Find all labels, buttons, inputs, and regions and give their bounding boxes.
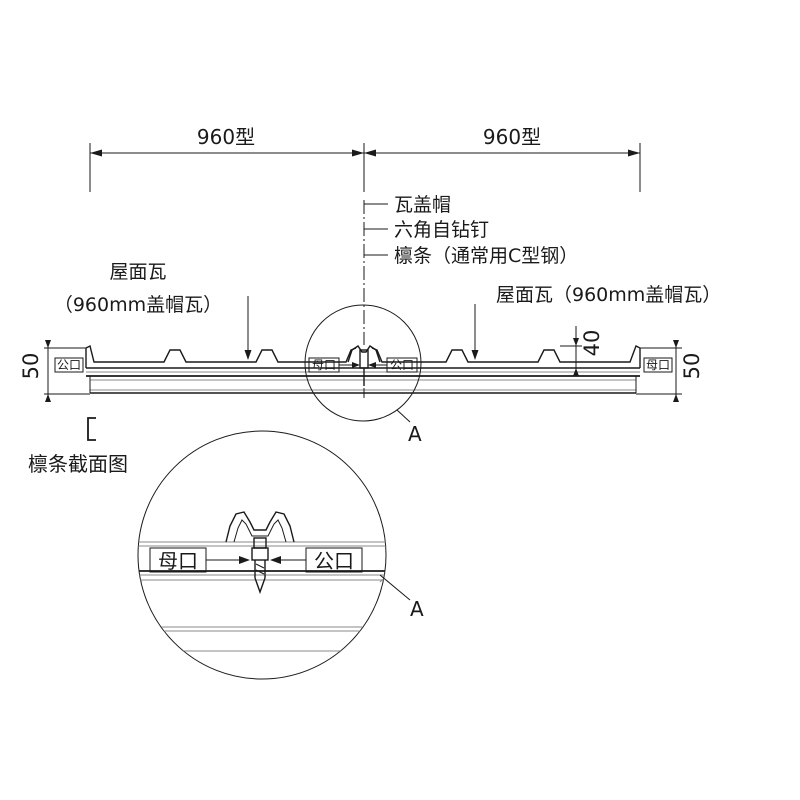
cap-callout: 瓦盖帽 bbox=[394, 194, 451, 216]
center-callouts: 瓦盖帽 六角自钻钉 檩条（通常用C型钢） bbox=[363, 194, 578, 345]
left-panel-label-line1: 屋面瓦 bbox=[109, 261, 166, 283]
center-male-label: 公口 bbox=[390, 358, 414, 372]
detail-circle-small: A bbox=[304, 304, 422, 446]
purlin-section-caption: 檩条截面图 bbox=[28, 452, 128, 476]
detail-female-label: 母口 bbox=[158, 549, 198, 573]
center-female-label: 母口 bbox=[312, 358, 336, 372]
left-end-male-label: 公口 bbox=[57, 358, 81, 372]
right-height-label: 50 bbox=[680, 353, 704, 380]
purlin-section: 檩条截面图 bbox=[28, 417, 128, 476]
purlin-callout: 檩条（通常用C型钢） bbox=[394, 245, 578, 267]
right-end-female-label: 母口 bbox=[646, 358, 670, 372]
right-span-label: 960型 bbox=[483, 125, 541, 149]
span-dimensions: 960型 960型 bbox=[89, 125, 641, 192]
roof-elevation: 公口 母口 母口 公口 bbox=[54, 344, 673, 398]
panel-labels: 屋面瓦 （960mm盖帽瓦） 屋面瓦（960mm盖帽瓦） bbox=[54, 261, 721, 360]
detail-marker-large: A bbox=[410, 597, 424, 621]
detail-circle-large: 母口 公口 A bbox=[137, 430, 424, 680]
screw-callout: 六角自钻钉 bbox=[394, 219, 489, 241]
left-panel-label-line2: （960mm盖帽瓦） bbox=[54, 294, 222, 316]
rib-height-label: 40 bbox=[580, 330, 604, 357]
detail-male-label: 公口 bbox=[314, 549, 354, 573]
height-dimensions: 50 40 50 bbox=[19, 326, 704, 402]
detail-marker-small: A bbox=[408, 422, 422, 446]
left-span-label: 960型 bbox=[197, 125, 255, 149]
right-panel-label: 屋面瓦（960mm盖帽瓦） bbox=[496, 284, 721, 306]
left-height-label: 50 bbox=[19, 353, 43, 380]
